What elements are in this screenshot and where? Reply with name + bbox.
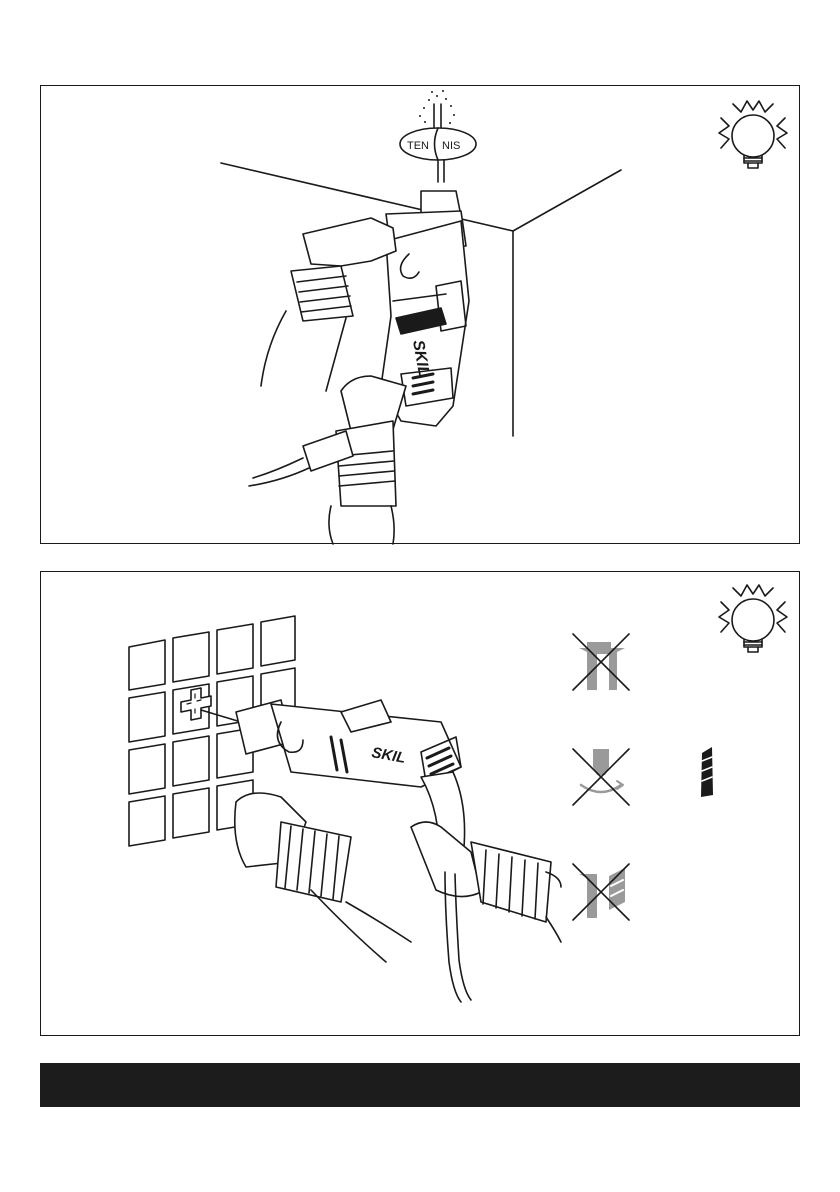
no-hammer-drill-icon <box>573 634 629 690</box>
light-bulb-icon <box>719 585 787 652</box>
illustration-panel-tile-drilling: SKIL <box>40 571 800 1036</box>
drill-handle-and-cord <box>249 431 353 486</box>
tile-drilling-illustration: SKIL <box>41 572 801 1037</box>
no-rotation-icon <box>573 749 629 805</box>
drill-bit <box>201 710 241 722</box>
tennis-ball-dust-catcher <box>400 90 476 182</box>
drill-bit-icon <box>701 747 713 797</box>
ball-label-left: TEN <box>407 140 429 152</box>
illustration-panel-overhead-drilling: SKIL <box>40 85 800 544</box>
ball-label-right: NIS <box>442 140 460 152</box>
no-chisel-icon <box>573 864 629 920</box>
left-hand-gloved <box>235 793 411 962</box>
light-bulb-icon <box>719 101 787 168</box>
dust-particles <box>419 90 455 124</box>
right-hand-gloved <box>411 822 561 942</box>
overhead-drilling-illustration: SKIL <box>41 86 801 545</box>
upper-hand-gloved <box>261 218 396 391</box>
footer-bar <box>40 1063 800 1107</box>
